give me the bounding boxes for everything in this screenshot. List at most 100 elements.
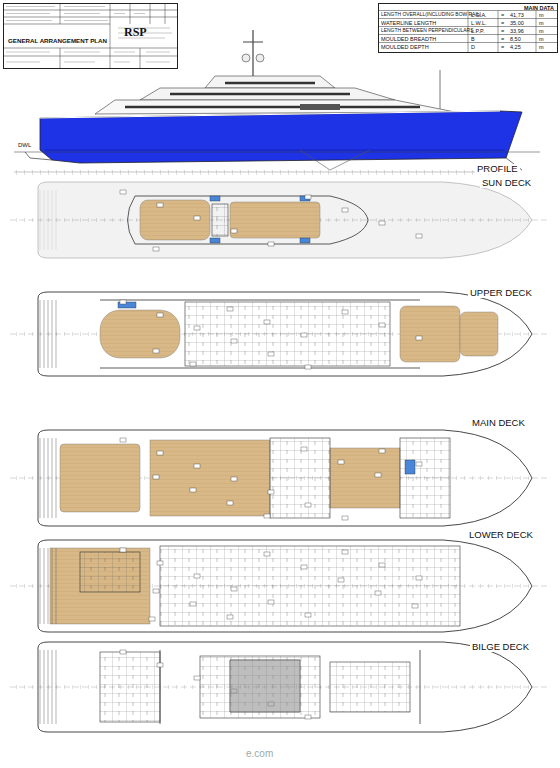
furniture: [301, 447, 307, 451]
deck-area: [50, 548, 150, 624]
hull-outline: [38, 292, 532, 376]
equals-cell: =: [501, 36, 504, 42]
deck-detail: [56, 190, 57, 250]
interior-rooms: [160, 546, 460, 626]
furniture: [120, 190, 126, 194]
deck-plan: [10, 182, 548, 258]
deck-detail: [44, 438, 45, 518]
data-table-lines: [378, 11, 558, 53]
deck-detail: [52, 300, 53, 368]
deck-area: [230, 202, 320, 238]
furniture: [379, 449, 385, 453]
interior-rooms: [80, 552, 140, 592]
interior-rooms: [330, 662, 410, 712]
furniture: [342, 516, 348, 520]
furniture: [120, 300, 126, 304]
watermark: e.com: [246, 748, 273, 759]
furniture: [227, 307, 233, 311]
deck-name: UPPER DECK: [468, 288, 534, 298]
table-heading: MAIN DATA: [524, 5, 554, 11]
furniture: [268, 600, 274, 604]
deck-detail: [40, 190, 41, 250]
interior-rooms: [200, 656, 320, 718]
profile-view: [14, 30, 540, 175]
furniture: [157, 203, 163, 207]
deck-plan: [10, 430, 548, 526]
furniture: [264, 320, 270, 324]
unit-cell: m: [539, 12, 544, 18]
furniture: [305, 715, 311, 719]
interior-rooms: [185, 302, 390, 366]
furniture: [153, 475, 159, 479]
deck-area: [400, 306, 460, 362]
deck-detail: [40, 548, 41, 624]
furniture: [157, 313, 163, 317]
furniture: [227, 615, 233, 619]
furniture: [305, 365, 311, 369]
furniture: [194, 326, 200, 330]
title-block-text-lines: [6, 7, 172, 63]
furniture: [264, 514, 270, 518]
deck-detail: [52, 650, 53, 724]
deck-area: [100, 310, 180, 358]
deck-plan: [10, 642, 548, 732]
deck-detail: [56, 300, 57, 368]
furniture: [190, 602, 196, 606]
waterline-label: DWL: [18, 142, 31, 149]
furniture: [153, 589, 159, 593]
hull-outline: [38, 540, 532, 632]
furniture: [120, 438, 126, 442]
deck-detail: [48, 650, 49, 724]
superstructure-outline: [230, 660, 300, 712]
equals-cell: =: [501, 12, 504, 18]
furniture: [153, 349, 159, 353]
deck-detail: [52, 548, 53, 624]
furniture: [157, 561, 163, 565]
drawing-title: GENERAL ARRANGEMENT PLAN: [8, 38, 107, 45]
deck-detail: [44, 650, 45, 724]
value-cell: 8,50: [510, 36, 521, 42]
furniture: [231, 477, 237, 481]
furniture: [268, 490, 274, 494]
furniture: [301, 565, 307, 569]
pool-or-glass: [300, 196, 310, 201]
value-cell: 35,00: [510, 20, 524, 26]
furniture: [194, 216, 200, 220]
deck-detail: [40, 300, 41, 368]
deck-name: SUN DECK: [480, 178, 533, 188]
data-name-cell: MOULDED BREADTH: [381, 36, 436, 42]
deck-name: PROFILE: [475, 164, 520, 174]
unit-cell: m: [539, 36, 544, 42]
interior-rooms: [212, 204, 228, 236]
pool-or-glass: [210, 238, 220, 243]
deck-detail: [52, 190, 53, 250]
value-cell: 41,73: [510, 12, 524, 18]
furniture: [338, 578, 344, 582]
deck-detail: [56, 438, 57, 518]
deck-detail: [44, 300, 45, 368]
furniture: [301, 333, 307, 337]
furniture: [416, 234, 422, 238]
furniture: [342, 208, 348, 212]
deck-detail: [40, 650, 41, 724]
furniture: [231, 587, 237, 591]
interior-rooms: [270, 438, 330, 518]
data-name-cell: MOULDED DEPTH: [381, 44, 429, 50]
deck-detail: [48, 300, 49, 368]
furniture: [227, 501, 233, 505]
data-symbol-cell: L.O.A.: [471, 12, 487, 18]
furniture: [379, 563, 385, 567]
furniture: [375, 473, 381, 477]
title-block: GENERAL ARRANGEMENT PLAN: [3, 3, 178, 69]
deck-detail: [44, 548, 45, 624]
deck-area: [460, 312, 498, 356]
furniture: [268, 242, 274, 246]
data-symbol-cell: B: [471, 36, 475, 42]
unit-cell: m: [539, 44, 544, 50]
furniture: [190, 362, 196, 366]
superstructure-outline: [100, 300, 420, 368]
furniture: [342, 550, 348, 554]
deck-area: [330, 448, 400, 508]
furniture: [231, 229, 237, 233]
